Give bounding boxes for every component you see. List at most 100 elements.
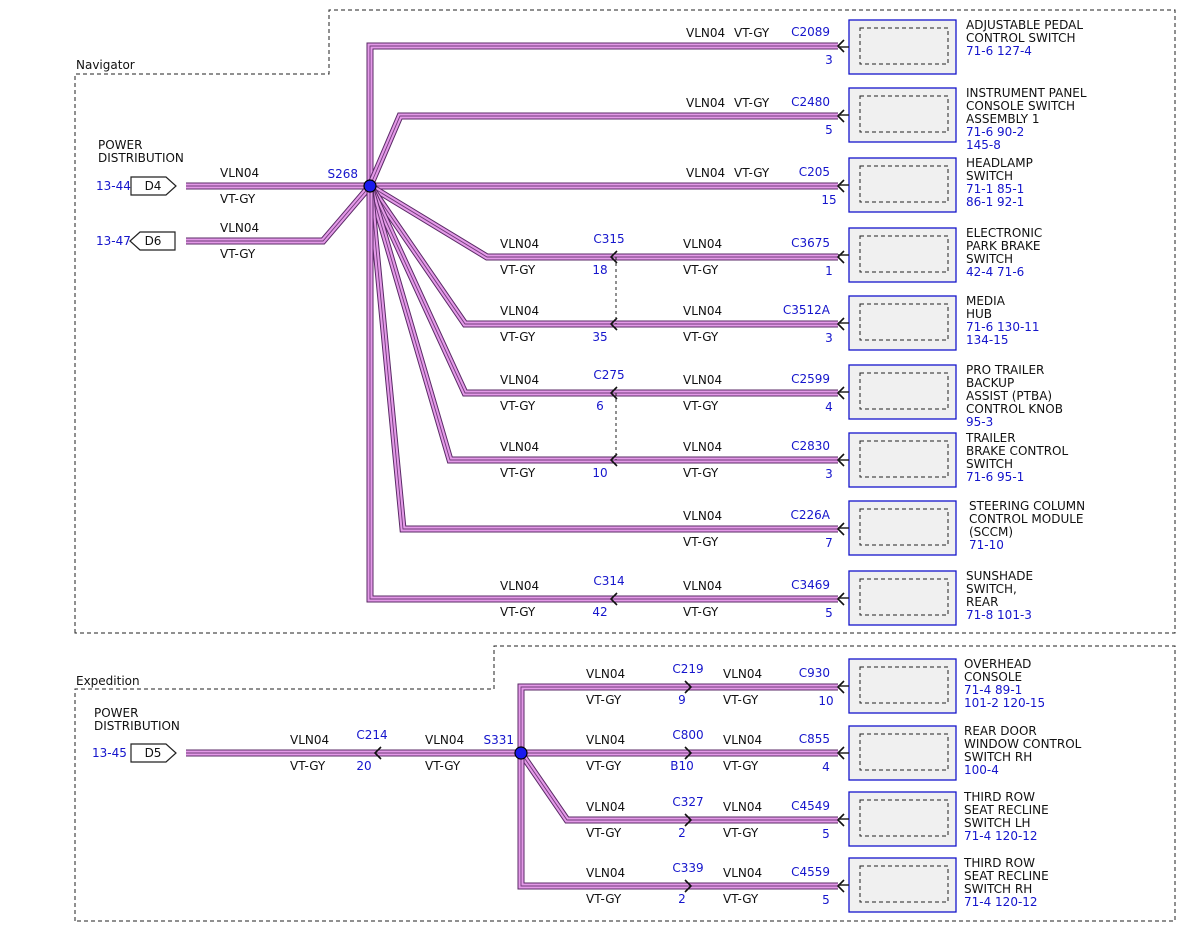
- nav-branch-5-connector: C2599: [791, 372, 830, 386]
- nav-branch-5-pin: 4: [825, 400, 833, 414]
- exp-branch-1-name-2: SWITCH RH: [964, 750, 1032, 764]
- exp-branch-0-inline-arrow: [684, 680, 693, 694]
- nav-branch-6-inline-arrow: [609, 453, 618, 467]
- nav-branch-2-name-1: SWITCH: [966, 169, 1013, 183]
- exp-branch-0-arrow: [836, 680, 845, 694]
- nav-branch-4-inline-pin: 35: [592, 330, 607, 344]
- nav-branch-4-color-label-a: VT-GY: [500, 330, 536, 344]
- exp-branch-1-wire-label-b: VLN04: [723, 733, 762, 747]
- nav-branch-0-wire-core: [369, 45, 838, 186]
- exp-branch-3-name-0: THIRD ROW: [963, 856, 1035, 870]
- nav-branch-8-wire-label-b: VLN04: [683, 579, 722, 593]
- nav-branch-3-inline-arrow: [609, 250, 618, 264]
- exp-branch-1-connector: C855: [799, 732, 830, 746]
- nav-splice-node: [363, 179, 377, 193]
- exp-branch-1-name-0: REAR DOOR: [964, 724, 1037, 738]
- exp-feed-color2-label: VT-GY: [425, 759, 461, 773]
- navigator-region: [74, 9, 1176, 634]
- exp-branch-3-component-box: [848, 857, 957, 913]
- exp-branch-2-pin: 5: [822, 827, 830, 841]
- nav-branch-5-wire-core: [369, 185, 838, 394]
- expedition-region: [74, 645, 1176, 922]
- nav-branch-8-name-1: SWITCH,: [966, 582, 1017, 596]
- nav-branch-3-name-0: ELECTRONIC: [966, 226, 1042, 240]
- expedition-label: Expedition: [76, 674, 140, 688]
- nav-branch-3-wire: [368, 183, 838, 261]
- nav-branch-4-wire-label-b: VLN04: [683, 304, 722, 318]
- exp-branch-0-inline-pin: 9: [678, 693, 686, 707]
- nav-branch-5-name-0: PRO TRAILER: [966, 363, 1044, 377]
- exp-branch-2-wire-label-b: VLN04: [723, 800, 762, 814]
- exp-branch-0-color-label-b: VT-GY: [723, 693, 759, 707]
- nav-branch-0-name-1: CONTROL SWITCH: [966, 31, 1075, 45]
- nav-branch-8-ref-0: 71-8 101-3: [966, 608, 1032, 622]
- nav-branch-1-component-inner: [859, 95, 949, 133]
- exp-feed-ref: 13-45: [92, 746, 127, 760]
- nav-branch-4-wire-core: [369, 185, 838, 325]
- nav-feed-1-wire-core: [186, 185, 371, 242]
- nav-branch-2-name-0: HEADLAMP: [966, 156, 1033, 170]
- nav-branch-7-wire-label: VLN04: [683, 509, 722, 523]
- nav-branch-0-connector: C2089: [791, 25, 830, 39]
- exp-branch-3-arrow: [836, 879, 845, 893]
- nav-branch-5-name-2: ASSIST (PTBA): [966, 389, 1052, 403]
- exp-branch-1-name-1: WINDOW CONTROL: [964, 737, 1082, 751]
- nav-branch-6-color-label-a: VT-GY: [500, 466, 536, 480]
- nav-branch-5-wire-label-a: VLN04: [500, 373, 539, 387]
- nav-power-title-1: POWER: [98, 138, 142, 152]
- nav-branch-1-connector: C2480: [791, 95, 830, 109]
- exp-branch-2-arrow: [836, 813, 845, 827]
- nav-branch-6-pin: 3: [825, 467, 833, 481]
- nav-branch-1-name-0: INSTRUMENT PANEL: [966, 86, 1087, 100]
- nav-branch-8-color-label-a: VT-GY: [500, 605, 536, 619]
- exp-branch-0-inline-connector: C219: [672, 662, 703, 676]
- nav-branch-5-inline-arrow: [609, 386, 618, 400]
- exp-branch-3-name-1: SEAT RECLINE: [964, 869, 1049, 883]
- exp-branch-2-wire-core: [520, 752, 838, 821]
- nav-branch-3-wire-fill: [368, 183, 838, 260]
- nav-branch-5-ref-0: 95-3: [966, 415, 993, 429]
- exp-branch-2-inline-pin: 2: [678, 826, 686, 840]
- nav-branch-4-ref-0: 71-6 130-11: [966, 320, 1040, 334]
- nav-branch-7-ref-0: 71-10: [969, 538, 1004, 552]
- nav-branch-7-component-inner: [859, 508, 949, 546]
- nav-feed-1-pin: [129, 231, 176, 251]
- nav-branch-2-pin: 15: [821, 193, 836, 207]
- nav-branch-5-color-label-a: VT-GY: [500, 399, 536, 413]
- nav-branch-8-inline-pin: 42: [592, 605, 607, 619]
- exp-branch-1-color-label-b: VT-GY: [723, 759, 759, 773]
- nav-branch-3-arrow: [836, 250, 845, 264]
- nav-branch-7-name-1: CONTROL MODULE: [969, 512, 1084, 526]
- exp-branch-1-wire-label-a: VLN04: [586, 733, 625, 747]
- exp-branch-3-pin: 5: [822, 893, 830, 907]
- exp-branch-3-wire-label-a: VLN04: [586, 866, 625, 880]
- nav-branch-8-arrow: [836, 592, 845, 606]
- exp-branch-0-component-box: [848, 658, 957, 714]
- nav-branch-1-ref-1: 145-8: [966, 138, 1001, 152]
- nav-branch-8-name-2: REAR: [966, 595, 998, 609]
- exp-branch-3-inline-pin: 2: [678, 892, 686, 906]
- nav-branch-0-ref-0: 71-6 127-4: [966, 44, 1032, 58]
- exp-branch-2-color-label-b: VT-GY: [723, 826, 759, 840]
- nav-branch-8-pin: 5: [825, 606, 833, 620]
- exp-branch-0-component-inner: [859, 666, 949, 704]
- nav-branch-1-arrow: [836, 109, 845, 123]
- exp-branch-2-component-inner: [859, 799, 949, 837]
- nav-branch-4-component-inner: [859, 303, 949, 341]
- nav-feed-1-wire-label: VLN04: [220, 221, 259, 235]
- nav-branch-2-connector: C205: [799, 165, 830, 179]
- exp-branch-0-name-0: OVERHEAD: [964, 657, 1031, 671]
- exp-power-title-1: POWER: [94, 706, 138, 720]
- nav-branch-3-wire-core: [369, 185, 838, 258]
- exp-branch-0-pin: 10: [818, 694, 833, 708]
- nav-branch-1-ref-0: 71-6 90-2: [966, 125, 1024, 139]
- nav-branch-1-wire-label: VLN04: [686, 96, 725, 110]
- exp-branch-3-inline-connector: C339: [672, 861, 703, 875]
- nav-branch-0-wire-label: VLN04: [686, 26, 725, 40]
- exp-branch-1-pin: 4: [822, 760, 830, 774]
- nav-branch-2-component-inner: [859, 165, 949, 203]
- exp-branch-0-wire-label-a: VLN04: [586, 667, 625, 681]
- nav-branch-8-component-inner: [859, 578, 949, 616]
- nav-branch-6-connector: C2830: [791, 439, 830, 453]
